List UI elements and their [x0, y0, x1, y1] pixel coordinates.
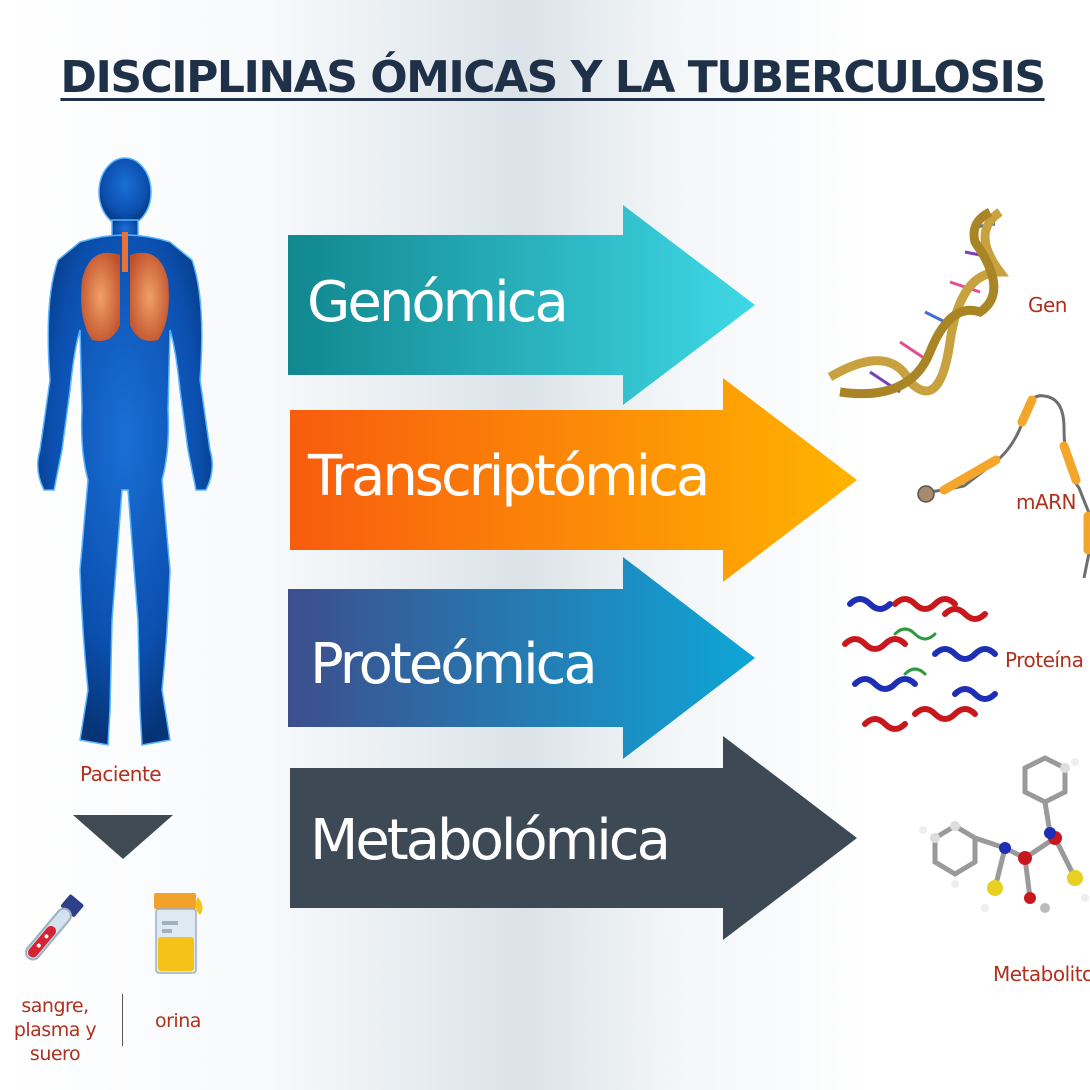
- sample-divider: [122, 994, 123, 1046]
- lungs-icon: [81, 232, 169, 341]
- patient-label: Paciente: [80, 762, 162, 786]
- protein-structure-icon: [842, 596, 998, 732]
- arrow-proteomica: [288, 557, 755, 759]
- arrow-label-metabolomica: Metabolómica: [310, 808, 671, 873]
- page-title: DISCIPLINAS ÓMICAS Y LA TUBERCULOSIS: [60, 52, 1046, 103]
- sample-urine-label: orina: [155, 1010, 201, 1032]
- arrow-genomica: [288, 205, 755, 405]
- arrow-label-genomica: Genómica: [307, 270, 569, 335]
- down-arrow-icon: [73, 815, 173, 859]
- metabolite-molecule-icon: [919, 755, 1089, 913]
- sample-blood-label: sangre, plasma y suero: [13, 995, 97, 1065]
- arrow-transcriptomica: [290, 378, 857, 582]
- blood-tube-icon: [25, 894, 84, 961]
- urine-container-icon: [154, 893, 203, 974]
- human-body-illustration: [37, 157, 213, 746]
- molecule-label-gene: Gen: [1028, 293, 1067, 317]
- molecule-label-mrna: mARN: [1016, 490, 1077, 514]
- molecule-label-protein: Proteína: [1005, 648, 1084, 672]
- mrna-strand-icon: [917, 394, 1090, 579]
- arrow-label-proteomica: Proteómica: [310, 632, 598, 697]
- molecule-label-metabolite: Metabolito: [993, 962, 1090, 986]
- arrow-label-transcriptomica: Transcriptómica: [308, 444, 710, 509]
- dna-helix-icon: [827, 207, 1009, 399]
- arrow-metabolomica: [290, 736, 857, 940]
